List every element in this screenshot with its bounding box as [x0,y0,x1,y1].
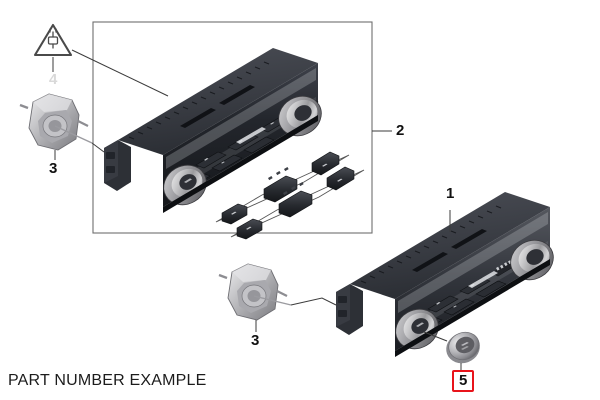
button-clip-set [215,151,365,240]
panel-knob-right-upper [278,95,322,137]
callout-3-left: 3 [49,160,58,177]
callout-1: 1 [446,185,455,202]
callout-4: 4 [49,71,58,88]
assembly-group-box [92,21,373,234]
panel-knob-right-right-unit [510,239,554,281]
electrical-hazard-triangle-icon [33,23,73,57]
push-button-cap [446,331,480,364]
climate-control-panel-right [336,192,554,357]
rotary-knob-upper [19,93,93,151]
callout-5: 5 [452,370,475,392]
climate-control-panel-upper [104,48,322,213]
callout-2: 2 [396,122,405,139]
panel-knob-left-right-unit [395,308,439,350]
callout-3-middle: 3 [251,332,260,349]
diagram-caption: PART NUMBER EXAMPLE [8,372,207,389]
rotary-knob-lower [218,263,292,321]
